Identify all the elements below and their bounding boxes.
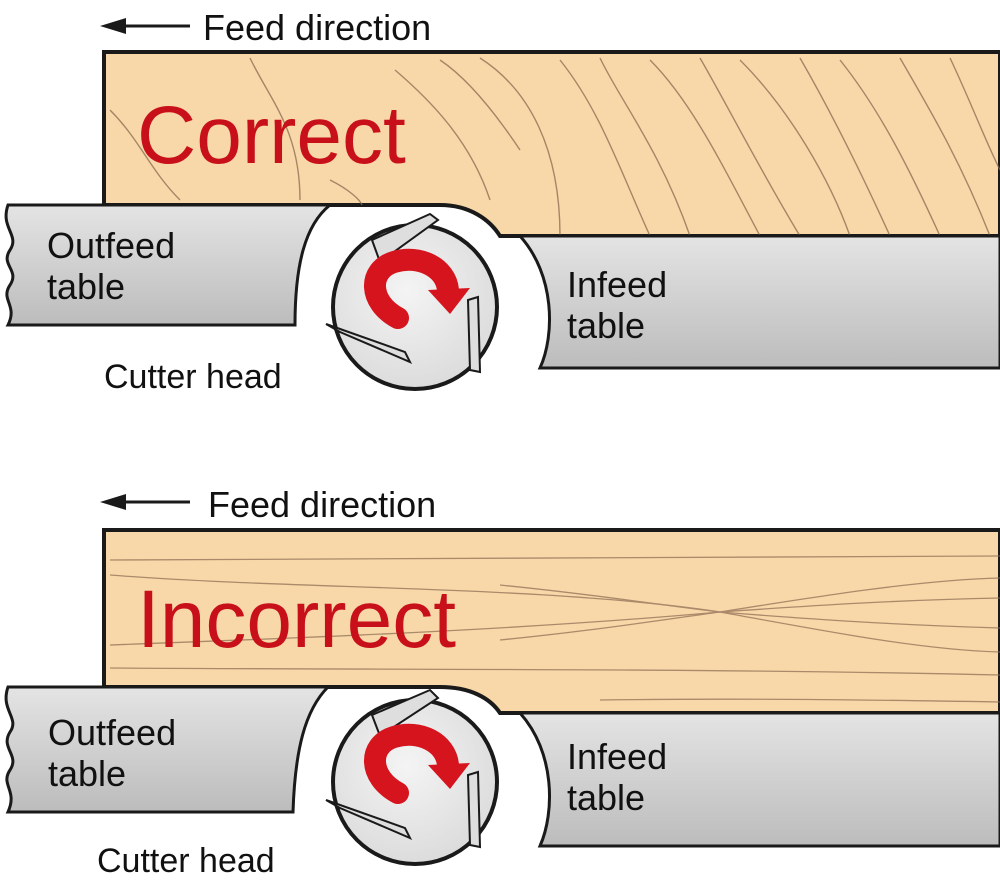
outfeed-table xyxy=(4,203,335,327)
outfeed-label-line1: Outfeed xyxy=(48,712,176,753)
cutter-knife xyxy=(466,295,482,374)
cutter-head-label: Cutter head xyxy=(104,358,282,396)
wood-board xyxy=(102,50,1000,238)
panel-incorrect: Feed direction Incorrect Outfeed table xyxy=(4,484,1000,880)
infeed-table xyxy=(516,711,1000,848)
cutter-head xyxy=(325,212,499,391)
infeed-table xyxy=(516,234,1000,370)
cutter-knife xyxy=(325,323,413,364)
feed-direction-label: Feed direction xyxy=(208,484,436,525)
verdict-correct: Correct xyxy=(137,90,406,181)
feed-direction-arrow xyxy=(100,18,190,34)
feed-direction-arrow xyxy=(100,494,190,510)
infeed-label-line1: Infeed xyxy=(567,264,667,305)
panel-correct: Feed direction Co xyxy=(4,7,1000,396)
wood-grain xyxy=(109,57,1000,237)
cutter-knife xyxy=(466,770,482,849)
feed-direction-label: Feed direction xyxy=(203,7,431,48)
cutter-knife xyxy=(370,212,440,264)
infeed-label-line2: table xyxy=(567,305,645,346)
cutter-knife xyxy=(370,688,440,738)
rotation-arrow xyxy=(364,723,470,804)
wood-board xyxy=(102,528,1000,715)
verdict-incorrect: Incorrect xyxy=(137,574,456,665)
cutter-head xyxy=(325,688,499,866)
outfeed-label-line2: table xyxy=(47,266,125,307)
outfeed-label-line2: table xyxy=(48,753,126,794)
cutter-head-label: Cutter head xyxy=(97,842,275,880)
cutter-knife xyxy=(325,799,413,840)
outfeed-label-line1: Outfeed xyxy=(47,225,175,266)
outfeed-table xyxy=(4,685,332,814)
rotation-arrow xyxy=(364,248,470,329)
infeed-label-line2: table xyxy=(567,777,645,818)
infeed-label-line1: Infeed xyxy=(567,736,667,777)
